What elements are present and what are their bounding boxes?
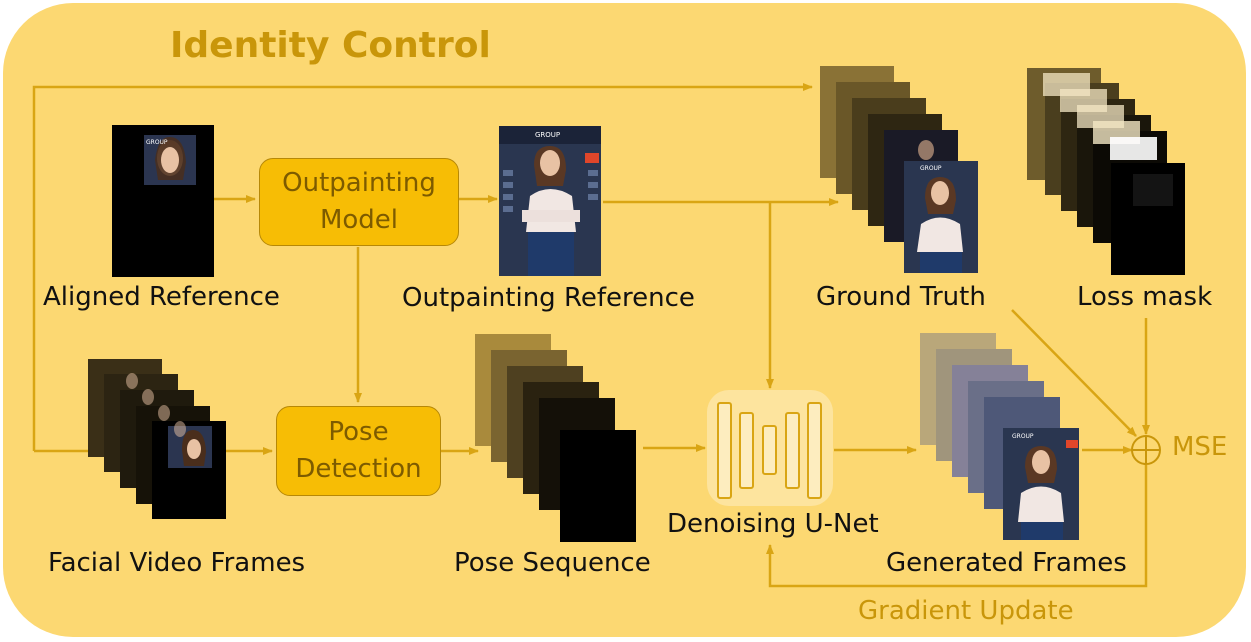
ground-truth-label: Ground Truth [816, 282, 986, 312]
generated-frames-stack: GROUP [920, 333, 1079, 540]
aligned-reference-image: GROUP [112, 125, 214, 277]
facial-video-frames-label: Facial Video Frames [48, 548, 306, 578]
denoising-unet-label: Denoising U-Net [667, 509, 879, 539]
outpainting-ref-group-text: GROUP [535, 131, 560, 139]
pose-detection-box: Pose Detection [276, 406, 441, 496]
facial-video-frames-stack [88, 359, 226, 519]
aligned-reference-label: Aligned Reference [43, 282, 280, 312]
pose-detection-line1: Pose [328, 417, 389, 447]
arrow-ground-truth-to-mse [1011, 309, 1137, 437]
ground-truth-group-text: GROUP [920, 165, 942, 172]
aligned-ref-group-text: GROUP [146, 139, 168, 146]
mse-plus-symbol [1131, 435, 1161, 465]
generated-group-text: GROUP [1012, 433, 1034, 440]
outpainting-model-line1: Outpainting [282, 168, 436, 198]
arrow-to-ground-truth-top [32, 83, 813, 451]
gradient-update-label: Gradient Update [858, 596, 1074, 626]
ground-truth-stack: GROUP [820, 66, 978, 273]
outpainting-reference-label: Outpainting Reference [402, 283, 695, 313]
unet-icon [707, 390, 833, 506]
loss-mask-stack [1027, 68, 1185, 275]
connector-arrows [32, 83, 1150, 588]
outpainting-reference-image: GROUP [499, 126, 601, 276]
mse-label: MSE [1172, 432, 1228, 462]
diagram-title: Identity Control [170, 25, 491, 66]
pose-sequence-stack [475, 334, 636, 542]
generated-frames-label: Generated Frames [886, 548, 1127, 578]
pose-detection-line2: Detection [295, 454, 422, 484]
loss-mask-label: Loss mask [1077, 282, 1213, 312]
arrow-gradient-update [766, 465, 1148, 588]
pose-sequence-label: Pose Sequence [454, 548, 651, 578]
outpainting-model-box: Outpainting Model [259, 158, 459, 246]
outpainting-model-line2: Model [319, 205, 399, 235]
